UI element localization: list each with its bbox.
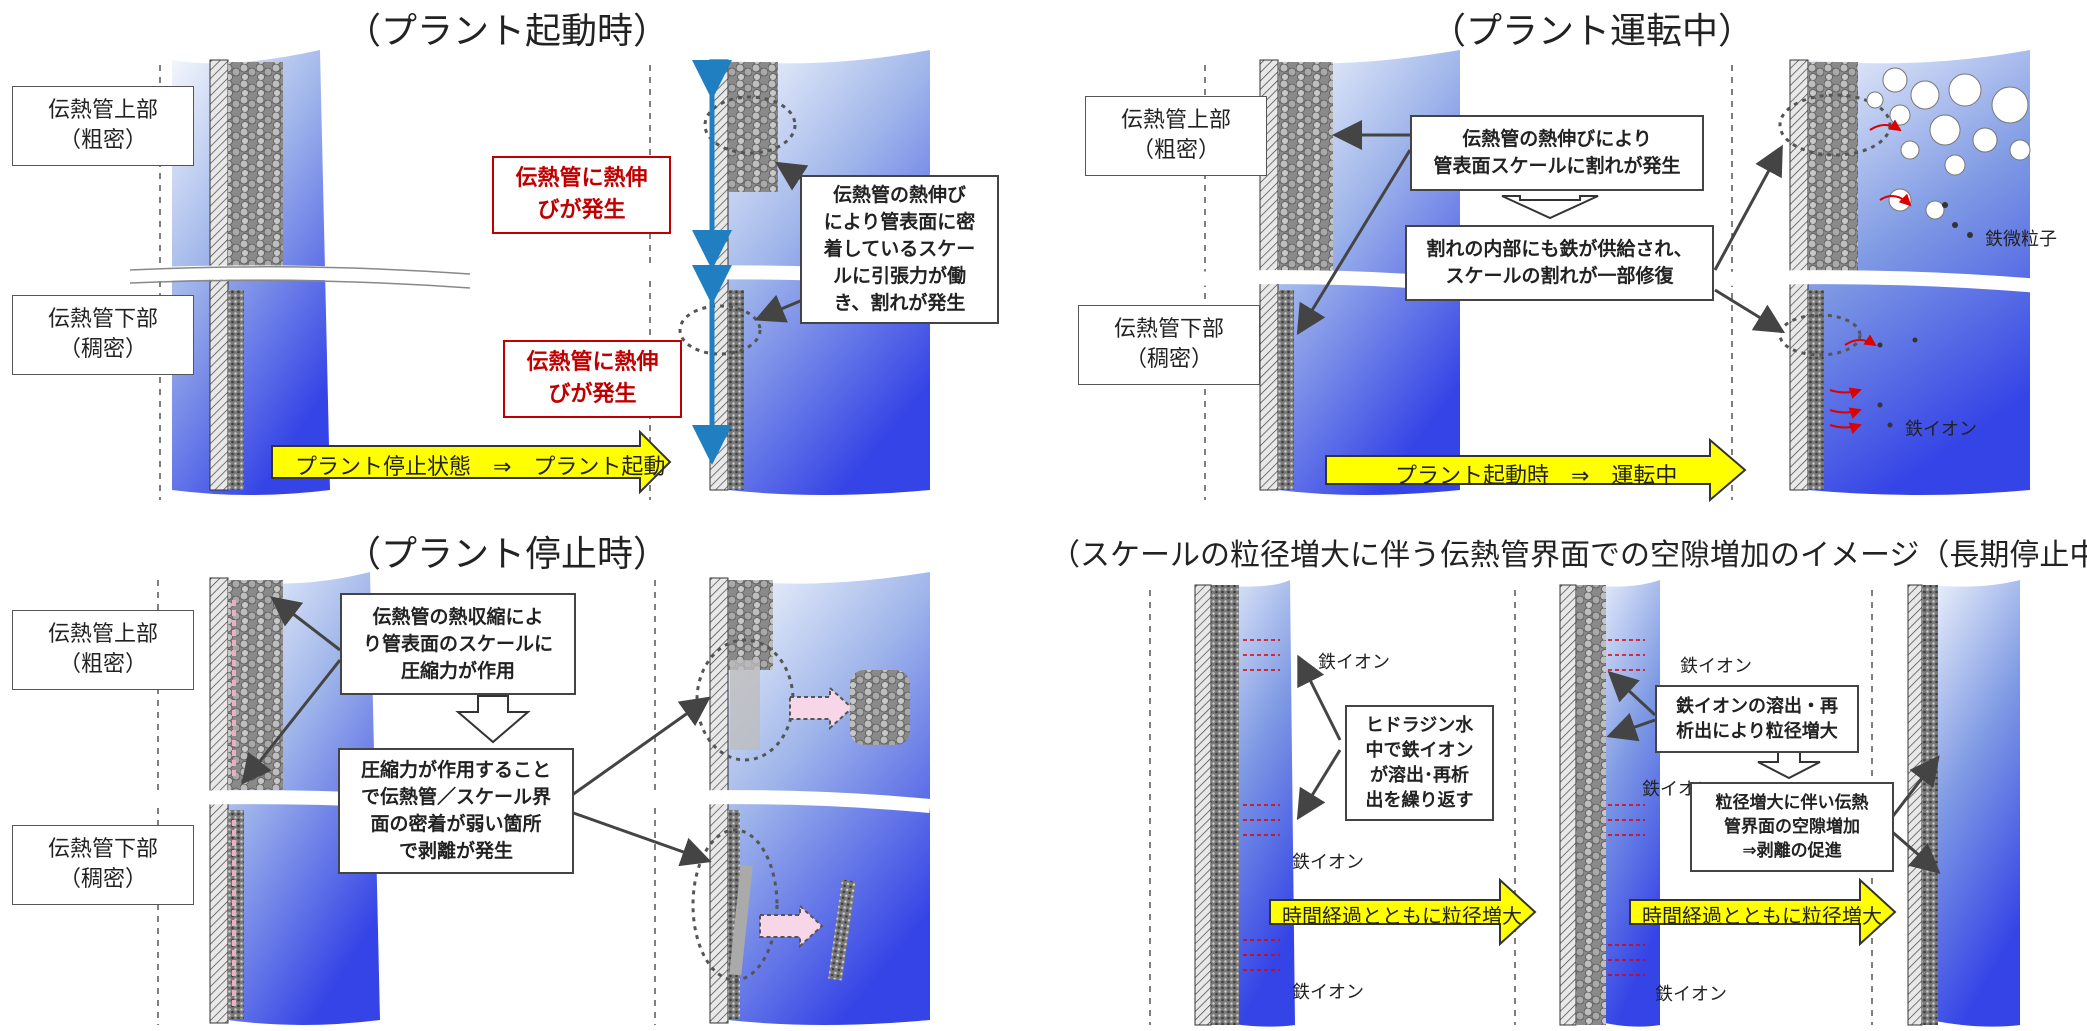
shutdown-lower-label: 伝熱管下部 （稠密） bbox=[12, 825, 194, 905]
longterm-time-arrow-1 bbox=[1269, 877, 1537, 947]
startup-time-arrow bbox=[271, 429, 672, 495]
longterm-arrow-text-2: 時間経過とともに粒径増大 bbox=[1642, 904, 1882, 928]
operation-upper-label: 伝熱管上部 （粗密） bbox=[1085, 96, 1267, 176]
startup-upper-label: 伝熱管上部 （粗密） bbox=[12, 86, 194, 166]
operation-time-arrow bbox=[1325, 437, 1747, 503]
longterm-note-1: ヒドラジン水 中で鉄イオン が溶出･再析 出を繰り返す bbox=[1345, 705, 1494, 821]
longterm-note-3: 粒径増大に伴い伝熱 管界面の空隙増加 ⇒剥離の促進 bbox=[1690, 782, 1894, 872]
iron-ion-label-6: 鉄イオン bbox=[1655, 984, 1727, 1005]
longterm-down-arrow bbox=[1757, 751, 1821, 780]
shutdown-note-1: 伝熱管の熱収縮によ り管表面のスケールに 圧縮力が作用 bbox=[340, 593, 576, 695]
shutdown-upper-label: 伝熱管上部 （粗密） bbox=[12, 610, 194, 690]
operation-tube-right bbox=[1699, 50, 2041, 500]
iron-ion-label-4: 鉄イオン bbox=[1680, 656, 1752, 677]
operation-title: （プラント運転中） bbox=[1430, 11, 1755, 52]
startup-tube-left bbox=[129, 50, 471, 500]
startup-lower-label: 伝熱管下部 （稠密） bbox=[12, 295, 194, 375]
startup-arrow-text: プラント停止状態 ⇒ プラント起動 bbox=[295, 455, 666, 480]
shutdown-note-2: 圧縮力が作用すること で伝熱管／スケール界 面の密着が弱い箇所 で剥離が発生 bbox=[338, 748, 574, 874]
iron-ion-label-1: 鉄イオン bbox=[1318, 652, 1390, 673]
shutdown-title: （プラント停止時） bbox=[345, 534, 670, 575]
startup-explanation: 伝熱管の熱伸び により管表面に密 着しているスケー ルに引張力が働 き、割れが発… bbox=[800, 175, 999, 324]
operation-note-2: 割れの内部にも鉄が供給され、 スケールの割れが一部修復 bbox=[1405, 225, 1714, 301]
startup-red-note-1: 伝熱管に熱伸 びが発生 bbox=[492, 156, 671, 234]
operation-arrow-text: プラント起動時 ⇒ 運転中 bbox=[1395, 464, 1678, 489]
shutdown-down-arrow bbox=[455, 695, 531, 744]
iron-trails bbox=[1829, 119, 1912, 434]
iron-ion-label-3: 鉄イオン bbox=[1292, 982, 1364, 1003]
startup-red-note-2: 伝熱管に熱伸 びが発生 bbox=[503, 340, 682, 418]
operation-lower-label: 伝熱管下部 （稠密） bbox=[1078, 305, 1260, 385]
iron-particle-label: 鉄微粒子 bbox=[1985, 229, 2057, 250]
iron-ion-label-2: 鉄イオン bbox=[1292, 852, 1364, 873]
shutdown-tube-right bbox=[564, 572, 931, 1025]
operation-down-arrow bbox=[1501, 195, 1599, 220]
longterm-arrow-text-1: 時間経過とともに粒径増大 bbox=[1282, 904, 1522, 928]
ion-exchange-arrows bbox=[1243, 639, 1645, 976]
iron-ion-label: 鉄イオン bbox=[1905, 419, 1977, 440]
operation-note-1: 伝熱管の熱伸びにより 管表面スケールに割れが発生 bbox=[1410, 115, 1704, 191]
longterm-panel bbox=[1149, 580, 2020, 1027]
longterm-tube-3 bbox=[1871, 580, 2020, 1027]
longterm-time-arrow-2 bbox=[1629, 877, 1897, 947]
startup-title: （プラント起動時） bbox=[345, 11, 670, 52]
longterm-tube-1 bbox=[1149, 580, 1295, 1027]
longterm-title: （スケールの粒径増大に伴う伝熱管界面での空隙増加のイメージ（長期停止中）） bbox=[1050, 538, 2087, 573]
longterm-note-2: 鉄イオンの溶出・再 析出により粒径増大 bbox=[1655, 685, 1859, 753]
